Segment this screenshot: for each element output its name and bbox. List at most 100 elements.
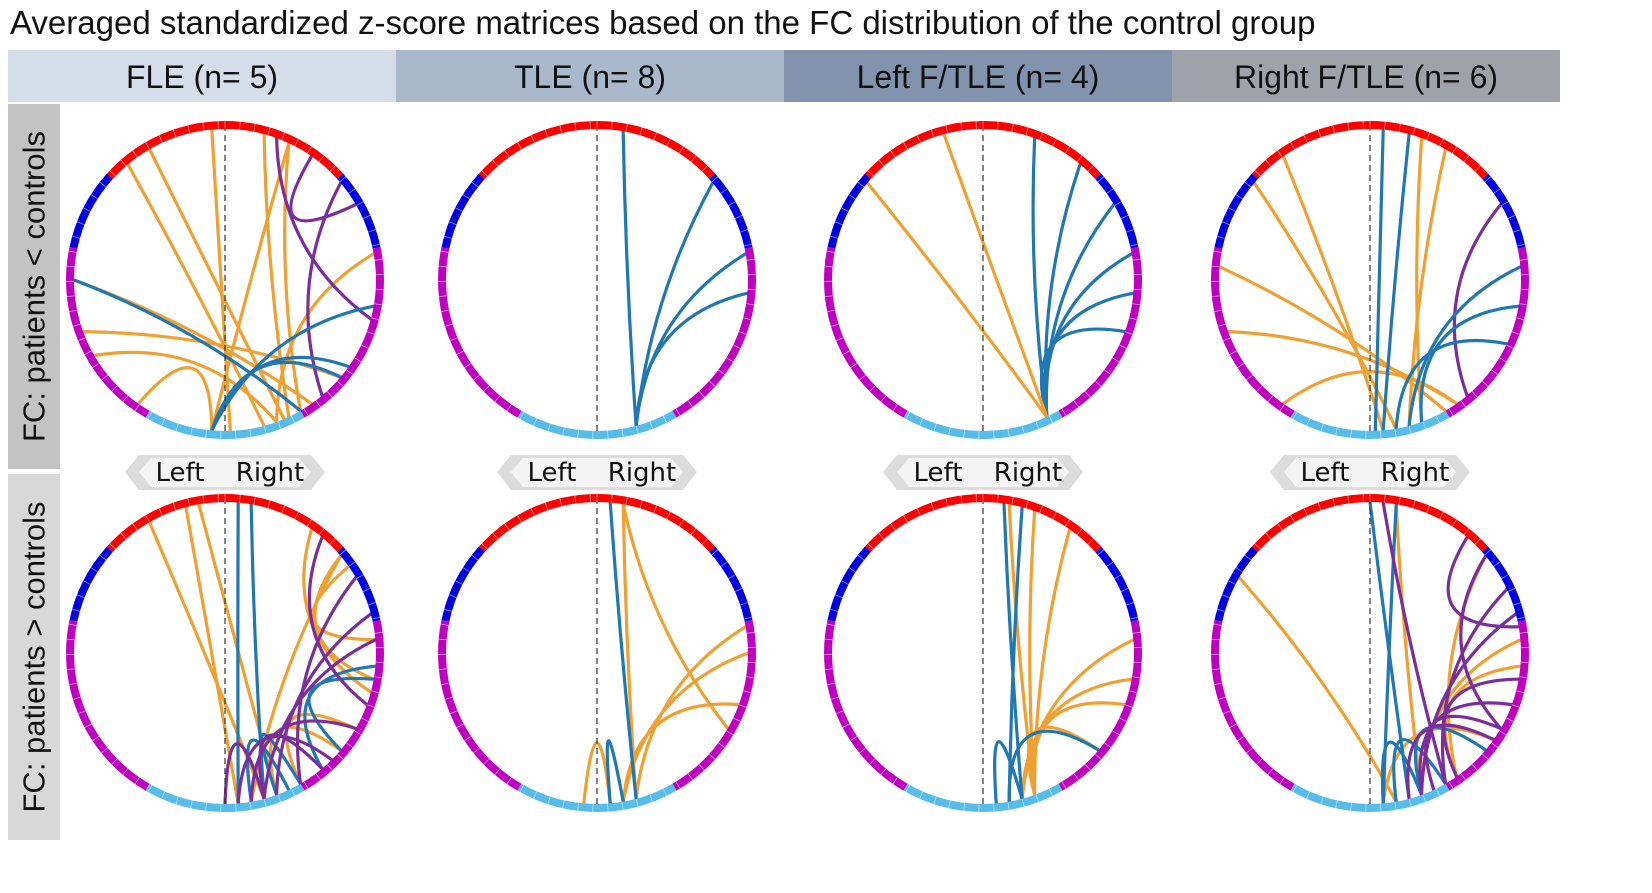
node-tick [77,337,86,342]
node-tick [253,496,256,505]
chord-diagram [823,494,1142,812]
node-tick [562,800,565,809]
node-tick [132,150,138,158]
node-tick [66,638,75,641]
node-tick [1211,295,1220,297]
node-tick [1516,317,1525,321]
node-tick [1380,430,1382,439]
node-tick [76,221,85,226]
node-tick [66,265,75,268]
node-tick [1217,323,1226,327]
node-tick [1048,788,1054,797]
region-ring-segment [145,410,305,439]
left-label: Left [1301,458,1350,488]
node-tick [68,623,77,626]
node-tick [492,532,499,540]
node-tick [905,411,911,420]
connection-chord [1020,677,1134,801]
node-tick [158,135,163,143]
node-tick [504,523,510,531]
node-tick [348,561,356,567]
node-tick [1229,723,1237,728]
node-tick [1222,337,1231,342]
node-tick [1235,194,1243,200]
node-tick [948,427,951,436]
node-tick [1087,538,1094,545]
node-tick [1484,176,1492,183]
node-tick [492,159,499,167]
node-tick [1277,150,1283,158]
node-tick [1244,554,1252,561]
node-tick [440,250,449,253]
connection-chord [210,360,343,432]
node-tick [1435,415,1441,424]
node-tick [547,796,551,805]
node-tick [1471,764,1478,771]
node-tick [374,676,383,679]
node-tick [687,773,694,781]
node-tick [122,768,129,776]
node-tick [1087,165,1094,172]
node-tick [1350,802,1352,811]
group-header-bg [784,50,1172,102]
node-tick [1097,549,1105,556]
node-tick [277,421,282,430]
node-tick [1246,374,1253,381]
node-tick [1350,429,1352,438]
node-tick [483,758,490,765]
node-tick [92,735,100,742]
node-tick [1507,214,1516,219]
region-ring-segment [903,410,1063,439]
node-tick [1021,425,1025,434]
node-tick [99,181,107,188]
node-tick [190,800,193,809]
right-label: Right [608,458,676,488]
node-tick [318,155,325,163]
node-tick [1254,543,1261,550]
node-tick [1035,794,1040,803]
node-tick [1471,391,1478,398]
node-tick [1332,125,1336,134]
node-tick [738,331,747,335]
connection-chord [72,278,303,413]
node-tick [859,374,866,381]
node-tick [318,528,325,536]
node-tick [653,505,657,514]
node-tick [678,146,684,154]
region-ring-segment [1095,546,1139,622]
node-tick [1132,258,1141,261]
node-tick [368,229,376,233]
node-tick [830,608,838,612]
node-tick [281,132,285,141]
node-tick [69,309,78,313]
connection-chord [275,136,373,321]
node-tick [919,791,924,799]
region-ring-segment [1482,546,1526,622]
node-tick [172,502,177,511]
node-tick [1217,696,1226,700]
row-label-bg [8,104,60,469]
node-tick [1228,580,1236,585]
connection-chord [1459,554,1503,731]
node-tick [348,188,356,194]
node-tick [1448,408,1454,416]
node-tick [933,423,937,432]
connection-chord [1039,327,1127,419]
connection-chord [1252,181,1398,431]
node-tick [1501,574,1509,579]
node-tick [1347,122,1350,131]
node-tick [120,159,127,167]
node-tick [1513,602,1521,606]
region-ring-segment [709,173,753,249]
node-tick [701,165,708,172]
node-tick [66,668,75,670]
node-tick [277,794,282,803]
connection-chord [1007,729,1101,804]
node-tick [440,623,449,626]
node-tick [1213,623,1222,626]
node-tick [824,638,833,641]
node-tick [263,425,267,434]
node-tick [621,428,624,437]
node-tick [1394,428,1397,437]
